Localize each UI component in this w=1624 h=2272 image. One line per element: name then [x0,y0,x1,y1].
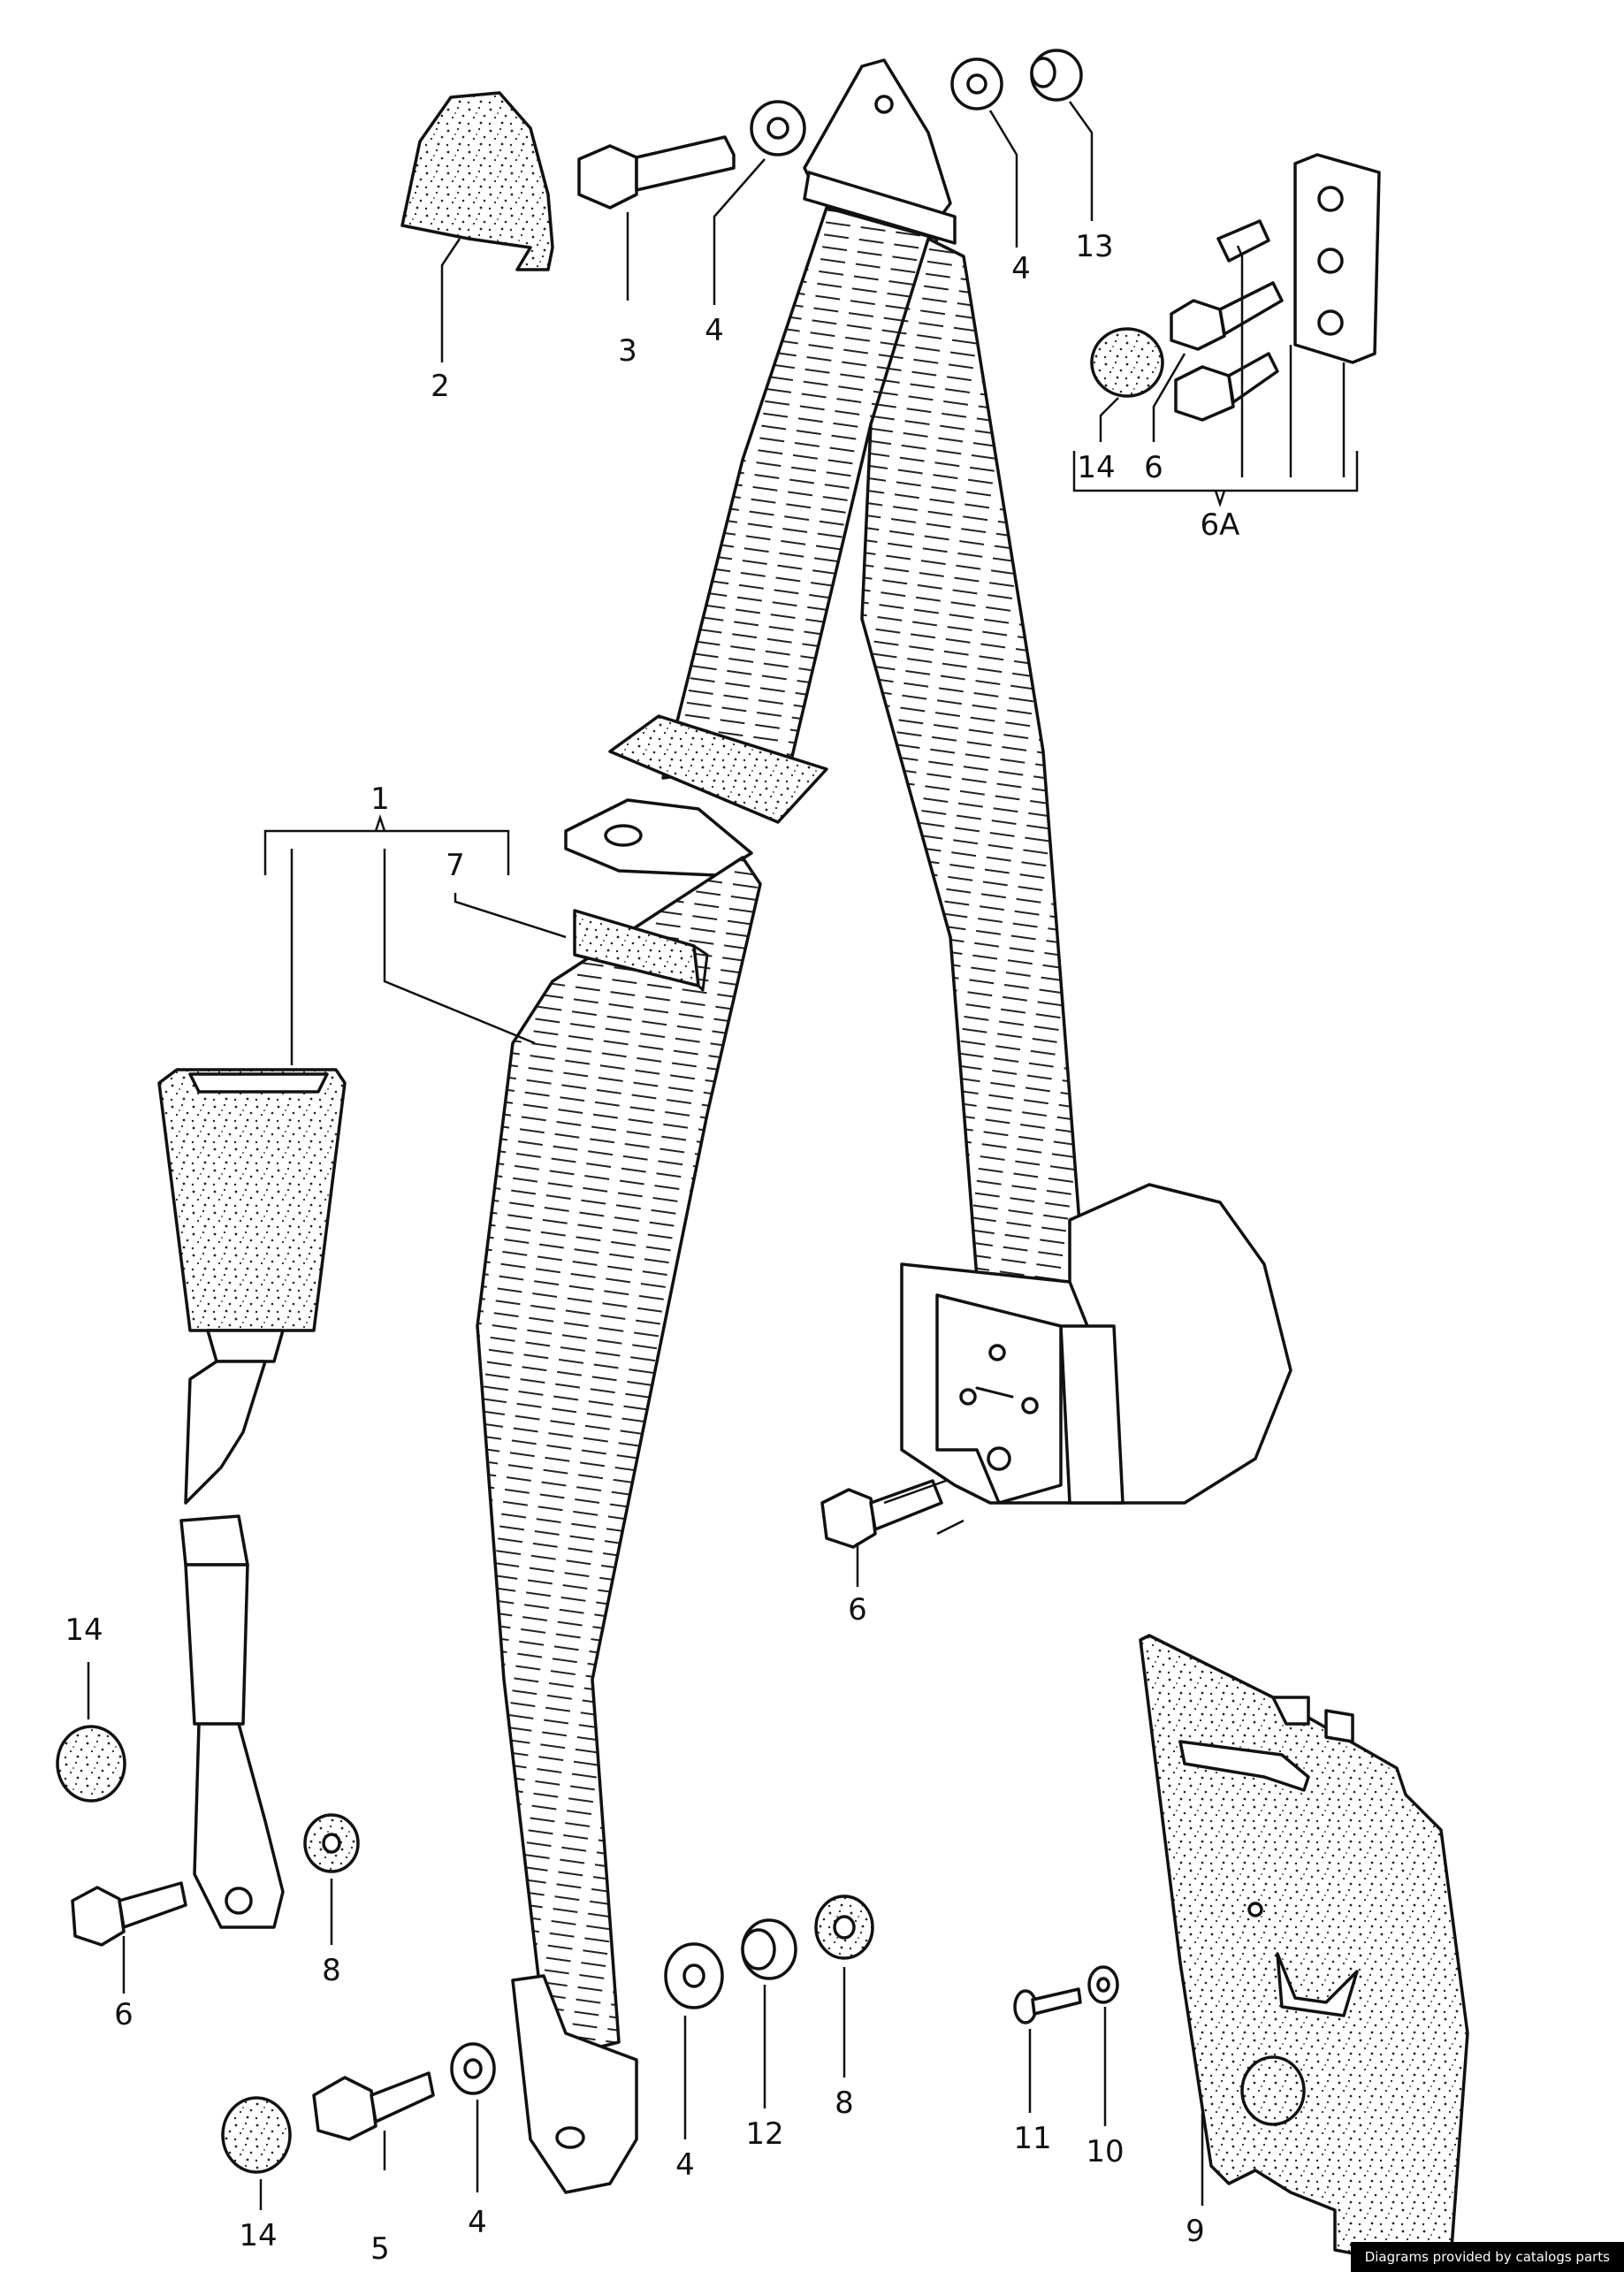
callout-8: 8 [322,1953,341,1988]
washer-bottom-middle [664,1942,724,2009]
callout-1: 1 [370,781,390,817]
upper-anchor-plate [803,58,957,245]
buckle-anchor-bolt [71,1881,187,1947]
mounting-set-6A [1090,153,1381,422]
shoulder-anchor-bolt [577,135,736,210]
trim-washer [1087,1965,1119,2004]
callout-4: 4 [675,2147,695,2183]
callout-6A: 6A [1201,507,1240,543]
callout-7: 7 [446,848,465,883]
buckle-assembly [157,1068,347,1929]
callout-4: 4 [468,2205,487,2240]
belt-guide-bracket [564,714,828,877]
trim-cover-panel [1139,1634,1469,2272]
callout-4: 4 [705,313,724,348]
callout-2: 2 [431,369,450,404]
bolt-cap-bottom [221,2096,292,2174]
leader-lines [87,101,1346,2210]
spring-washer-right [814,1895,874,1960]
belt-loop-clip [573,909,709,992]
callout-14: 14 [1077,450,1115,485]
callout-13: 13 [1075,229,1113,264]
callout-12: 12 [745,2116,783,2152]
callout-3: 3 [618,333,637,369]
callout-labels: 1 2 3 4 4 4 4 5 6 6 6 6A 7 8 8 9 10 11 1… [65,229,1239,2267]
retractor-bolt [820,1479,943,1549]
assembly-bracket-6A [1072,451,1359,507]
callout-6: 6 [848,1592,867,1628]
diagram-credit: Diagrams provided by catalogs parts [1350,2242,1624,2272]
callout-14: 14 [239,2218,277,2253]
lower-anchor-plate [511,1974,638,2194]
callout-10: 10 [1086,2134,1124,2169]
lap-belt-strap [476,856,762,2062]
callout-4: 4 [1011,251,1031,286]
callout-8: 8 [835,2085,854,2121]
assembly-bracket-1 [263,814,510,875]
washer-top-left [750,100,806,156]
callout-5: 5 [370,2231,390,2267]
lap-belt-bolt [312,2071,435,2141]
anchor-cover-cap [400,91,554,271]
callout-6: 6 [114,1997,133,2032]
callout-11: 11 [1013,2121,1051,2156]
washer-bottom-left [450,2042,496,2095]
callout-9: 9 [1186,2214,1205,2249]
callout-14: 14 [65,1613,103,1648]
washer-top-right [950,57,1003,111]
trim-screw [1013,1987,1082,2024]
spacer-sleeve [1030,49,1083,102]
bolt-cap-left [56,1725,126,1803]
callout-6: 6 [1144,450,1163,485]
belt-retractor [900,1183,1292,1505]
spacer-bottom [741,1918,797,1980]
spring-washer-left [303,1813,360,1873]
